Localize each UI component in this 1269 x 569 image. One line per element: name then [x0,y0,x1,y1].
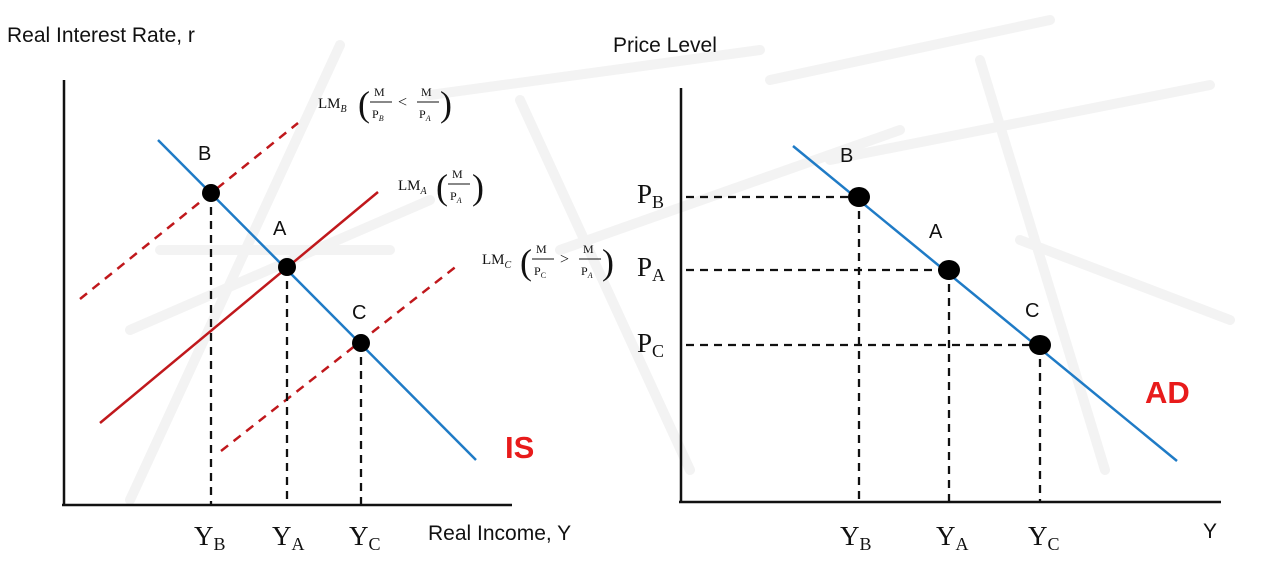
left-tick-ya: YA [272,521,305,554]
lm-a-numerator: M [452,167,463,181]
price-tick-pa: PA [637,252,665,285]
right-tick-yc: YC [1028,521,1060,554]
lm-c-right-denominator: PA [581,264,593,280]
lm-b-right-numerator: M [421,85,432,99]
lm-b-left-denominator: PB [372,107,384,123]
lm-a-name: LMA [398,178,428,197]
lm-c-open-paren: ( [520,242,532,282]
lm-a-denominator: PA [450,189,462,205]
lm-b-open-paren: ( [358,84,370,124]
is-lm-panel: Real Interest Rate, r B A C IS YB YA YC … [7,24,614,554]
right-point-a [938,260,960,280]
lm-c-name: LMC [482,252,512,271]
left-point-a-label: A [273,218,287,240]
left-x-axis-label: Real Income, Y [428,522,571,545]
lm-c-left-denominator: PC [534,264,546,280]
right-tick-ya: YA [936,521,969,554]
right-x-axis-label: Y [1203,520,1217,543]
left-point-c-label: C [352,302,366,324]
left-tick-yb: YB [194,521,226,554]
right-point-c [1029,335,1051,355]
right-point-b-label: B [840,145,853,167]
lm-c-right-numerator: M [583,242,594,256]
right-y-axis-label: Price Level [613,34,717,57]
right-tick-yb: YB [840,521,872,554]
lm-b-right-denominator: PA [419,107,431,123]
lm-c-label: LMC ( M PC > M PA ) [482,242,614,282]
right-point-c-label: C [1025,300,1039,322]
lm-a-close-paren: ) [472,167,484,207]
left-point-a [278,258,296,276]
ad-label: AD [1145,375,1190,410]
left-tick-yc: YC [349,521,381,554]
ad-panel: Price Level B A C PB PA PC YB YA [613,34,1221,554]
right-point-a-label: A [929,221,943,243]
lm-c-curve [220,264,459,452]
lm-b-operator: < [398,94,407,111]
lm-a-curve [99,191,379,424]
lm-a-open-paren: ( [436,167,448,207]
lm-c-close-paren: ) [602,242,614,282]
lm-b-close-paren: ) [440,84,452,124]
lm-c-left-numerator: M [536,242,547,256]
right-point-b [848,187,870,207]
is-label: IS [505,430,534,465]
lm-b-left-numerator: M [374,85,385,99]
left-point-c [352,334,370,352]
lm-a-label: LMA ( M PA ) [398,167,484,207]
lm-b-name: LMB [318,96,347,115]
price-tick-pc: PC [637,328,664,361]
left-point-b [202,184,220,202]
left-point-b-label: B [198,143,211,165]
price-tick-pb: PB [637,179,664,212]
lm-c-operator: > [560,251,569,268]
lm-b-label: LMB ( M PB < M PA ) [318,84,452,124]
left-y-axis-label: Real Interest Rate, r [7,24,195,47]
